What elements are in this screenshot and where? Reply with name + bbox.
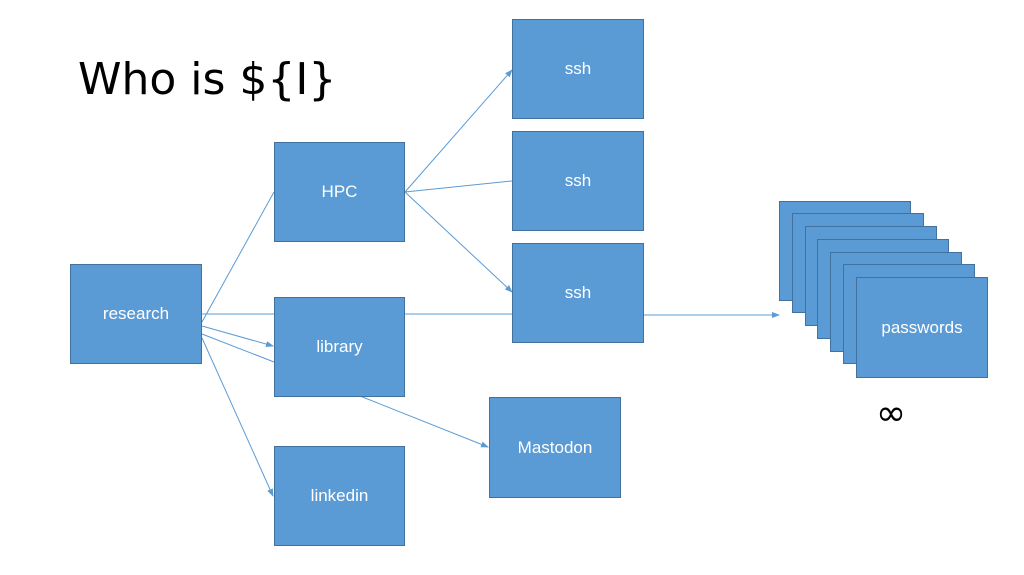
node-ssh-bottom: ssh xyxy=(512,243,644,343)
node-research: research xyxy=(70,264,202,364)
node-ssh-bottom-label: ssh xyxy=(564,283,592,302)
node-hpc: HPC xyxy=(274,142,405,242)
node-passwords-label: passwords xyxy=(881,317,963,337)
edge-research-linkedin xyxy=(201,337,274,497)
node-ssh-top-label: ssh xyxy=(564,59,592,78)
node-ssh-top: ssh xyxy=(512,19,644,119)
node-ssh-middle-label: ssh xyxy=(564,171,592,190)
node-passwords: passwords xyxy=(856,277,988,378)
node-research-label: research xyxy=(102,304,170,323)
node-library-label: library xyxy=(316,337,363,356)
edge-research-hpc xyxy=(201,191,275,323)
node-linkedin: linkedin xyxy=(274,446,405,546)
edge-research-library-2 xyxy=(201,325,274,347)
node-mastodon: Mastodon xyxy=(489,397,621,498)
node-library: library xyxy=(274,297,405,397)
edge-research-library-3 xyxy=(201,333,275,363)
infinity-symbol: ∞ xyxy=(876,393,906,434)
slide-title: Who is ${I} xyxy=(78,54,337,105)
edge-hpc-ssh-middle xyxy=(404,180,513,193)
node-linkedin-label: linkedin xyxy=(310,486,369,505)
node-mastodon-label: Mastodon xyxy=(517,437,593,457)
node-hpc-label: HPC xyxy=(321,182,358,201)
node-ssh-middle: ssh xyxy=(512,131,644,231)
edge-hpc-ssh-bottom xyxy=(404,191,513,293)
edge-library-mastodon xyxy=(359,395,489,448)
edge-hpc-ssh-top xyxy=(404,69,513,193)
